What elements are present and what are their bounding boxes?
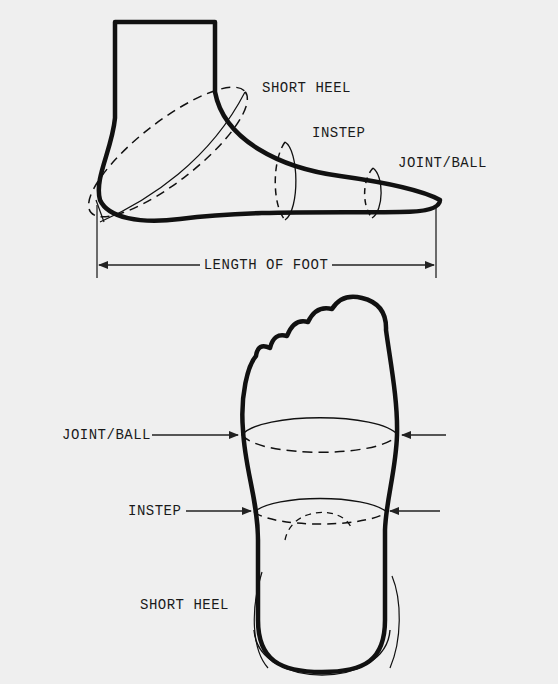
measure-arrows	[152, 435, 446, 511]
measure-label: JOINT/BALL	[62, 426, 151, 444]
measure-label: SHORT HEEL	[140, 596, 229, 614]
measure-label: SHORT HEEL	[262, 79, 351, 97]
side-view	[72, 22, 440, 236]
measure-label: INSTEP	[312, 124, 365, 142]
measure-label: INSTEP	[128, 502, 181, 520]
sole-view	[242, 297, 399, 675]
measure-label: JOINT/BALL	[398, 154, 487, 172]
length-dimension	[97, 205, 436, 278]
dimension-label: LENGTH OF FOOT	[204, 256, 329, 274]
